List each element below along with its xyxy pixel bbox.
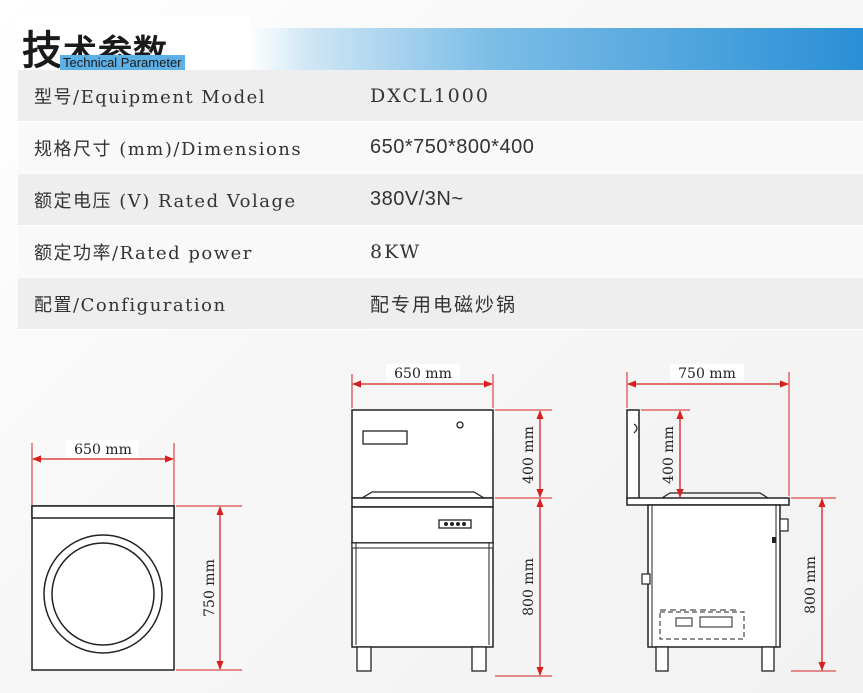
dimension-drawings: 650 mm 750 mm <box>0 340 863 693</box>
param-row-configuration: 配置/Configuration 配专用电磁炒锅 <box>18 278 863 330</box>
front-width-label: 650 mm <box>394 366 452 382</box>
front-display <box>362 430 408 445</box>
front-view: 650 mm 400 mm 800 mm <box>351 364 552 677</box>
param-row-power: 额定功率/Rated power 8KW <box>18 226 863 278</box>
front-leg-left <box>356 646 372 672</box>
side-knob <box>779 518 789 532</box>
page-subtitle: Technical Parameter <box>60 55 185 70</box>
front-leg-right <box>471 646 487 672</box>
param-label: 配置/Configuration <box>34 294 227 316</box>
front-lower-label: 800 mm <box>521 558 537 616</box>
side-upper-label: 400 mm <box>661 426 677 484</box>
param-label: 额定功率/Rated power <box>34 242 253 264</box>
header-accent-bar <box>248 28 863 70</box>
side-width-label: 750 mm <box>678 366 736 382</box>
param-value: 配专用电磁炒锅 <box>370 294 518 316</box>
top-width-label: 650 mm <box>74 442 132 458</box>
header: 技术参数 Technical Parameter <box>0 0 863 74</box>
param-value: 8KW <box>370 240 422 263</box>
front-knob <box>438 519 472 529</box>
param-label: 规格尺寸 (mm)/Dimensions <box>34 138 303 160</box>
side-inner-unit <box>659 611 745 640</box>
top-view: 650 mm 750 mm <box>31 440 242 671</box>
top-view-body <box>31 505 175 671</box>
side-lower-label: 800 mm <box>803 556 819 614</box>
side-worktop <box>626 497 790 506</box>
parameter-table: 型号/Equipment Model DXCL1000 规格尺寸 (mm)/Di… <box>18 70 863 330</box>
front-drawer <box>351 506 494 544</box>
param-label: 型号/Equipment Model <box>34 86 267 108</box>
wok-inner-circle <box>51 542 155 646</box>
wok-outer-circle <box>43 534 163 654</box>
side-view: 750 mm 400 mm 800 mm <box>626 364 836 672</box>
param-row-voltage: 额定电压 (V) Rated Volage 380V/3N~ <box>18 174 863 226</box>
param-value: 650*750*800*400 <box>370 136 535 158</box>
param-row-model: 型号/Equipment Model DXCL1000 <box>18 70 863 122</box>
front-upper-label: 400 mm <box>521 426 537 484</box>
drawings-svg: 650 mm 750 mm <box>31 364 836 677</box>
top-view-rim <box>31 505 175 519</box>
param-row-dimensions: 规格尺寸 (mm)/Dimensions 650*750*800*400 <box>18 122 863 174</box>
front-control-panel <box>351 409 494 499</box>
front-cabinet-door <box>351 542 494 648</box>
side-leg-left <box>655 646 669 672</box>
side-leg-right <box>761 646 775 672</box>
title-first-char: 技 <box>22 28 63 74</box>
param-label: 额定电压 (V) Rated Volage <box>34 190 297 212</box>
param-value: 380V/3N~ <box>370 188 464 210</box>
top-depth-label: 750 mm <box>202 559 218 617</box>
front-indicator <box>456 421 464 429</box>
param-value: DXCL1000 <box>370 84 490 107</box>
side-backsplash <box>626 409 640 500</box>
